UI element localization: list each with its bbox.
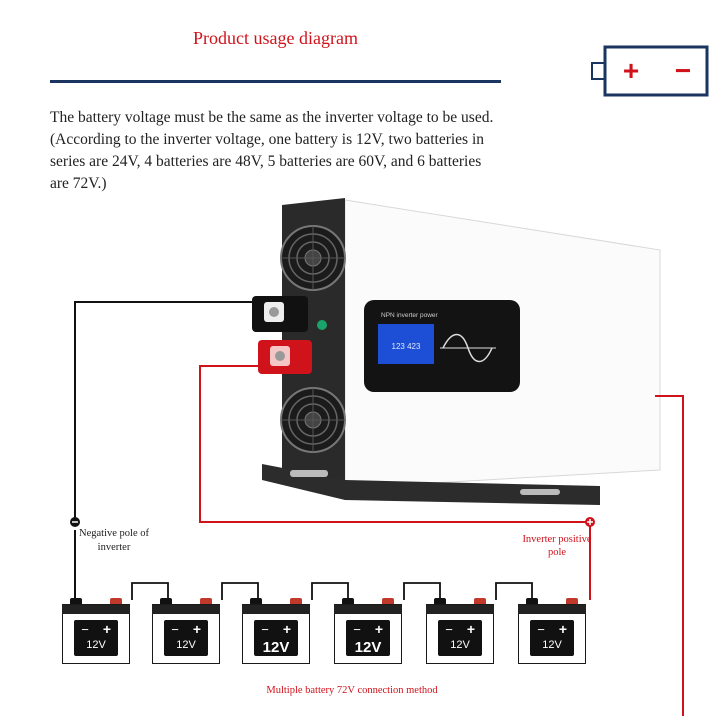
- battery-plus-sign: +: [192, 621, 202, 637]
- battery-icon-plus: +: [623, 55, 639, 86]
- positive-terminal: [258, 340, 312, 374]
- battery-5: −+12V: [425, 598, 495, 665]
- battery-voltage-label: 12V: [354, 639, 382, 656]
- lcd-readout: 123 423: [392, 342, 421, 351]
- battery-minus-sign: −: [537, 622, 545, 637]
- diagram-title: Product usage diagram: [193, 28, 358, 48]
- battery-plus-sign: +: [102, 621, 112, 637]
- negative-terminal: [252, 296, 308, 332]
- battery-minus-sign: −: [261, 622, 269, 637]
- battery-icon: + −: [591, 45, 709, 97]
- battery-voltage-label: 12V: [86, 639, 106, 651]
- battery-6: −+12V: [517, 598, 587, 665]
- battery-plus-sign: +: [466, 621, 476, 637]
- battery-minus-sign: −: [445, 622, 453, 637]
- positive-wire: [199, 365, 590, 523]
- ground-screw: [317, 320, 327, 330]
- control-panel: NPN inverter power 123 423: [364, 300, 520, 392]
- battery-voltage-label: 12V: [542, 639, 562, 651]
- cooling-fan-bottom: [280, 387, 346, 453]
- title-divider: [50, 80, 501, 83]
- battery-voltage-label: 12V: [450, 639, 470, 651]
- negative-wire: [74, 301, 252, 522]
- battery-3: −+12V: [241, 598, 311, 665]
- battery-1: −+12V: [61, 598, 131, 665]
- positive-pole-label: Inverter positive pole: [522, 534, 592, 558]
- inverter-unit: NPN inverter power 123 423: [252, 198, 661, 505]
- output-wire: [655, 395, 684, 716]
- battery-plus-sign: +: [374, 621, 384, 637]
- battery-minus-sign: −: [171, 622, 179, 637]
- battery-minus-sign: −: [353, 622, 361, 637]
- lcd-display: [378, 324, 434, 364]
- series-links: [131, 582, 533, 600]
- panel-brand-text: NPN inverter power: [381, 312, 439, 319]
- battery-plus-sign: +: [558, 621, 568, 637]
- negative-pole-label: Negative pole of inverter: [79, 528, 149, 553]
- battery-4: −+12V: [333, 598, 403, 665]
- cooling-fan-top: [280, 225, 346, 291]
- connection-method-label: Multiple battery 72V connection method: [266, 685, 438, 696]
- voltage-instructions: The battery voltage must be the same as …: [50, 109, 494, 192]
- battery-icon-minus: −: [675, 55, 691, 86]
- battery-2: −+12V: [151, 598, 221, 665]
- battery-voltage-label: 12V: [176, 639, 196, 651]
- battery-plus-sign: +: [282, 621, 292, 637]
- battery-minus-sign: −: [81, 622, 89, 637]
- battery-voltage-label: 12V: [262, 639, 290, 656]
